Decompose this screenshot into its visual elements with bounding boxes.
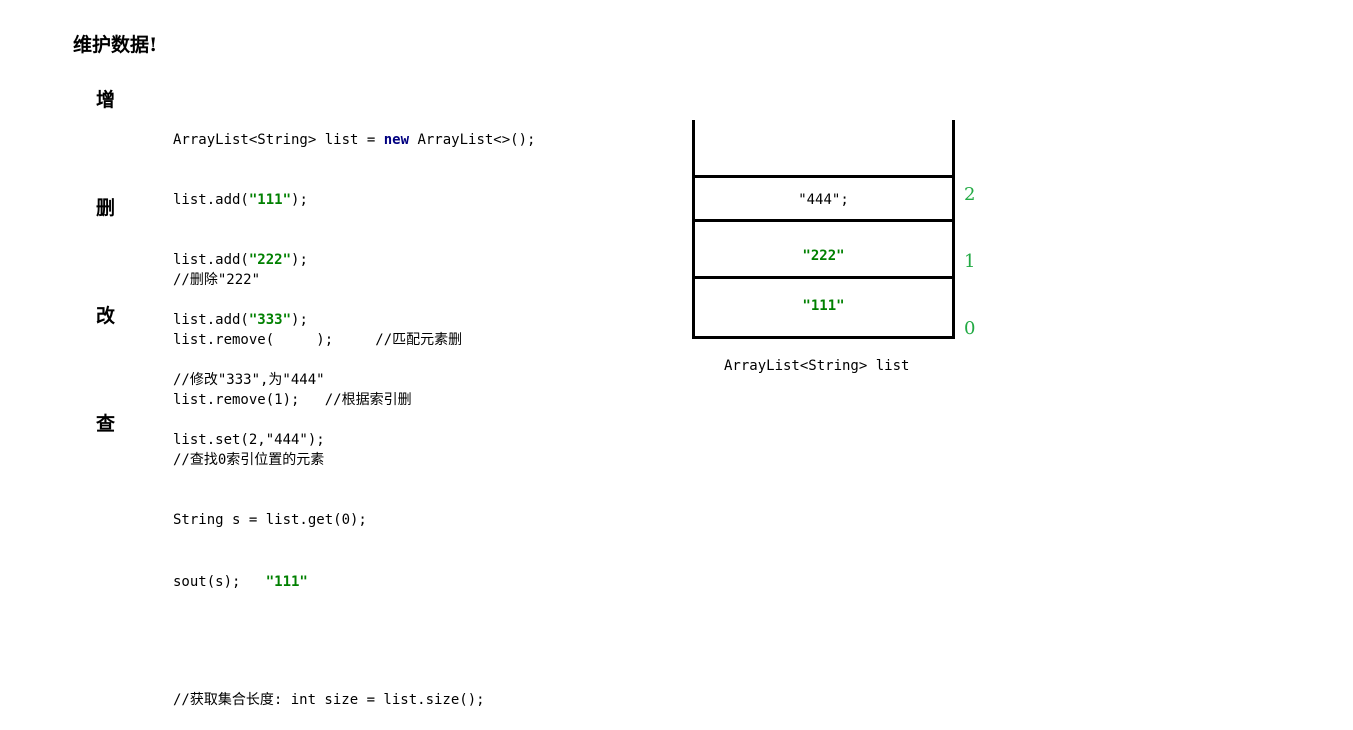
code-line: list.remove( ); //匹配元素删 [173, 332, 463, 348]
index-label-0: 0 [964, 318, 976, 339]
arraylist-diagram: "444"; "222" "111" [692, 120, 955, 339]
keyword-new: new [383, 132, 410, 148]
cell-divider [695, 219, 952, 222]
query-code-block: //查找0索引位置的元素 String s = list.get(0); sou… [173, 410, 485, 730]
delete-section-label: 删 [96, 197, 116, 219]
cell-index-1: "222" [802, 248, 845, 264]
add-code-block: ArrayList<String> list = new ArrayList<>… [173, 90, 535, 350]
diagram-caption: ArrayList<String> list [724, 358, 910, 374]
string-literal: "111" [265, 574, 308, 590]
delete-code-block: //删除"222" list.remove( ); //匹配元素删 list.r… [173, 230, 462, 430]
code-text: sout(s); [173, 574, 266, 590]
page-title: 维护数据! [73, 34, 158, 56]
cell-divider [695, 175, 952, 178]
add-section-label: 增 [96, 89, 116, 111]
code-text: ); [291, 312, 308, 328]
spacer [173, 632, 485, 650]
update-code-block: //修改"333",为"444" list.set(2,"444"); [173, 330, 325, 470]
code-line: list.remove(1); //根据索引删 [173, 392, 412, 408]
query-section-label: 查 [96, 413, 116, 435]
code-line: list.add("333"); [173, 310, 535, 330]
cell-divider [695, 276, 952, 279]
code-line: //查找0索引位置的元素 [173, 452, 325, 468]
cell-index-0: "111" [802, 298, 845, 314]
code-line: sout(s); "111" [173, 570, 485, 592]
code-line: list.add("111"); [173, 190, 535, 210]
code-text: list.add( [173, 192, 249, 208]
code-text: list.add( [173, 312, 249, 328]
code-line: list.set(2,"444"); [173, 432, 325, 448]
cell-index-2: "444"; [798, 192, 849, 208]
update-section-label: 改 [96, 305, 116, 327]
code-line: list.add("222"); [173, 250, 535, 270]
code-text: list.add( [173, 252, 249, 268]
code-line: ArrayList<String> list = new ArrayList<>… [173, 130, 535, 150]
code-text: ArrayList<>(); [409, 132, 536, 148]
code-text: ArrayList<String> list = [173, 132, 384, 148]
code-line: //获取集合长度: int size = list.size(); [173, 692, 485, 708]
string-literal: "222" [248, 252, 292, 268]
code-line: String s = list.get(0); [173, 512, 367, 528]
string-literal: "333" [248, 312, 292, 328]
code-text: ); [291, 192, 308, 208]
index-label-2: 2 [964, 184, 976, 205]
code-text: ); [291, 252, 308, 268]
code-line: //修改"333",为"444" [173, 372, 325, 388]
string-literal: "111" [248, 192, 292, 208]
index-label-1: 1 [964, 251, 976, 272]
code-line: //删除"222" [173, 272, 261, 288]
